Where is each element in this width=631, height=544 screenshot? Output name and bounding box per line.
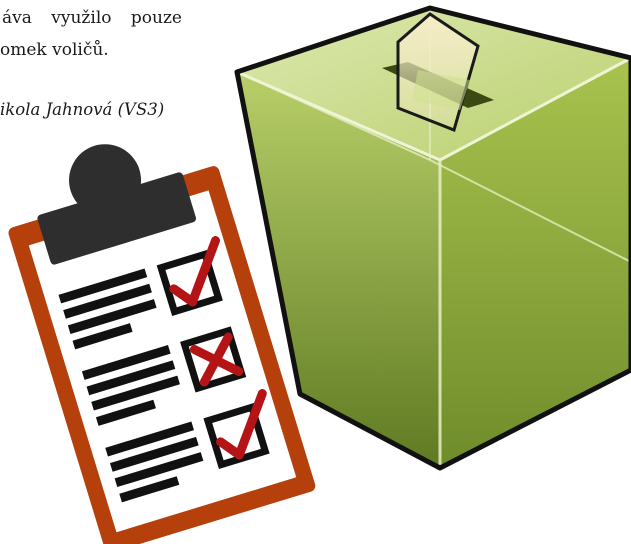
body-text-line-1: áva využilo pouze (2, 8, 182, 28)
clipboard-checklist-icon (8, 144, 316, 544)
body-text-line-2: omek voličů. (0, 40, 109, 60)
ballot-box-icon (234, 5, 631, 471)
author-credit: ikola Jahnová (VS3) (0, 100, 165, 119)
